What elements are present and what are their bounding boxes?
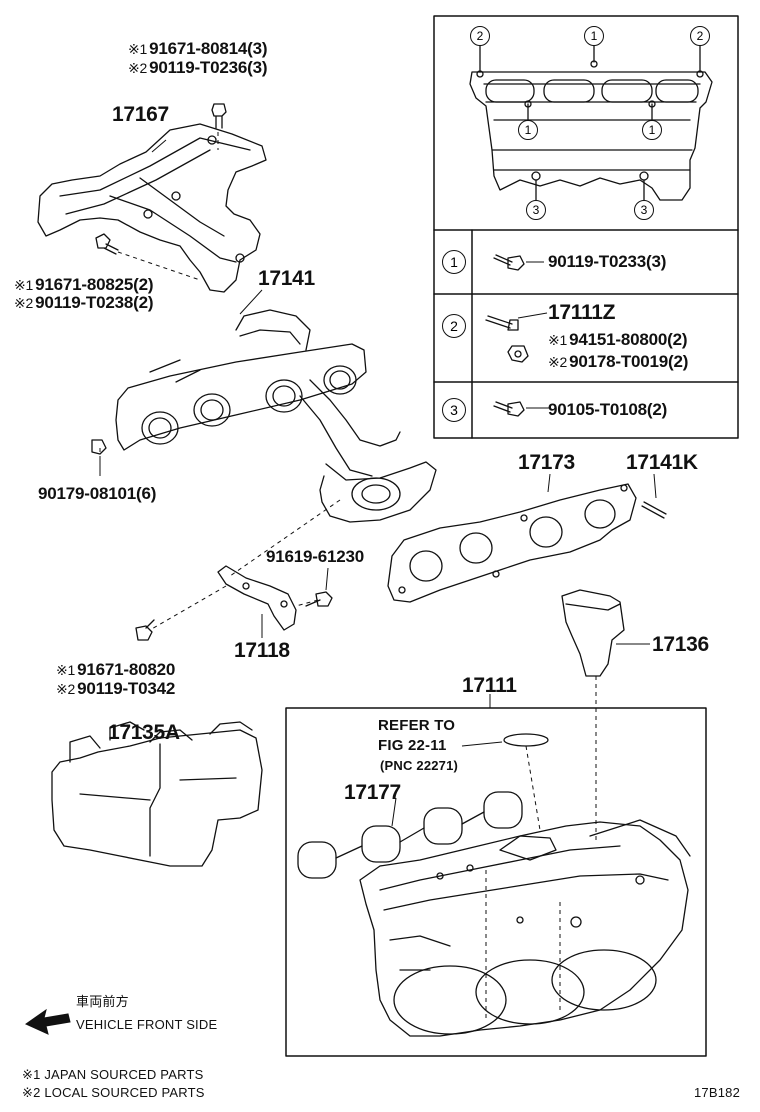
legend-row-2-circle: 2 <box>442 314 466 338</box>
label-17167: 17167 <box>112 103 169 126</box>
bolt-mid-part-a-text: 91671-80825(2) <box>35 275 154 294</box>
front-arrow-icon <box>24 1008 71 1035</box>
stud-17141k-icon <box>641 501 667 519</box>
mark-2: ※2 <box>56 681 76 697</box>
mark-2: ※2 <box>548 354 568 370</box>
label-17135a: 17135A <box>108 721 180 744</box>
mark-2: ※2 <box>128 60 148 76</box>
refer-line-3: (PNC 22271) <box>380 758 459 773</box>
refer-line-1: REFER TO <box>378 717 456 734</box>
legend-row-3-part: 90105-T0108(2) <box>548 400 668 419</box>
label-17141: 17141 <box>258 267 315 290</box>
mark-1: ※1 <box>548 332 568 348</box>
inset-flange-drawing <box>469 41 713 201</box>
mark-1: ※1 <box>128 41 148 57</box>
label-17141k: 17141K <box>626 451 698 474</box>
legend-bolt-icons <box>485 254 529 417</box>
label-90179: 90179-08101(6) <box>38 484 157 503</box>
label-17111z: 17111Z <box>548 301 616 324</box>
bolt-mid-icon <box>95 233 119 255</box>
exhaust-manifold <box>115 309 437 523</box>
bolt-top-icon <box>211 103 227 129</box>
bolt-mid-part-b-text: 90119-T0238(2) <box>35 293 154 312</box>
callout-1-top: 1 <box>584 26 604 46</box>
bolt-top-part-a-text: 91671-80814(3) <box>149 39 268 58</box>
label-91619: 91619-61230 <box>266 547 365 566</box>
bolt-top-part-b-text: 90119-T0236(3) <box>149 58 268 77</box>
legend-row-3-circle: 3 <box>442 398 466 422</box>
bolt-low-icon <box>135 619 155 641</box>
figure-id: 17B182 <box>694 1085 741 1100</box>
bolt-low-part-b-text: 90119-T0342 <box>77 679 176 698</box>
bolt-low-part-a-text: 91671-80820 <box>77 660 176 679</box>
label-17136: 17136 <box>652 633 709 656</box>
engine-cover <box>51 721 263 867</box>
front-side-en: VEHICLE FRONT SIDE <box>76 1017 218 1032</box>
callout-1-left: 1 <box>518 120 538 140</box>
refer-line-2: FIG 22-11 <box>378 737 447 754</box>
label-17173: 17173 <box>518 451 575 474</box>
exhaust-gasket <box>387 483 637 603</box>
legend-row-2-part-a-text: 94151-80800(2) <box>569 330 688 349</box>
callout-2-left: 2 <box>470 26 490 46</box>
mark-2: ※2 <box>14 295 34 311</box>
callout-3-left: 3 <box>526 200 546 220</box>
label-17177: 17177 <box>344 781 401 804</box>
label-17111: 17111 <box>462 674 517 697</box>
dashed-leaders <box>99 132 597 1020</box>
mark-2: ※2 <box>22 1085 41 1100</box>
mark-1: ※1 <box>22 1067 41 1082</box>
legend-row-1-circle: 1 <box>442 250 466 274</box>
callout-2-right: 2 <box>690 26 710 46</box>
manifold-bracket <box>217 565 297 631</box>
solid-leaders <box>99 139 657 827</box>
mark-1: ※1 <box>56 662 76 678</box>
legend-row-1-part: 90119-T0233(3) <box>548 252 667 271</box>
footnote-1: ※1 JAPAN SOURCED PARTS <box>22 1068 203 1081</box>
intake-manifold <box>359 819 691 1037</box>
intake-box <box>285 707 707 1057</box>
footnote-1-text: JAPAN SOURCED PARTS <box>44 1067 204 1082</box>
footnote-2: ※2 LOCAL SOURCED PARTS <box>22 1086 205 1099</box>
legend-row-2-part-b-text: 90178-T0019(2) <box>569 352 689 371</box>
callout-1-right: 1 <box>642 120 662 140</box>
footnote-2-text: LOCAL SOURCED PARTS <box>44 1085 205 1100</box>
nut-90179-icon <box>91 439 107 455</box>
inset-box <box>433 15 739 439</box>
bolt-91619-icon <box>305 591 333 607</box>
label-17118: 17118 <box>234 639 290 662</box>
callout-3-right: 3 <box>634 200 654 220</box>
mark-1: ※1 <box>14 277 34 293</box>
heat-insulator <box>37 123 267 293</box>
intake-gaskets <box>297 733 549 879</box>
front-side-jp: 車両前方 <box>76 995 129 1010</box>
intake-insulator <box>561 589 625 677</box>
